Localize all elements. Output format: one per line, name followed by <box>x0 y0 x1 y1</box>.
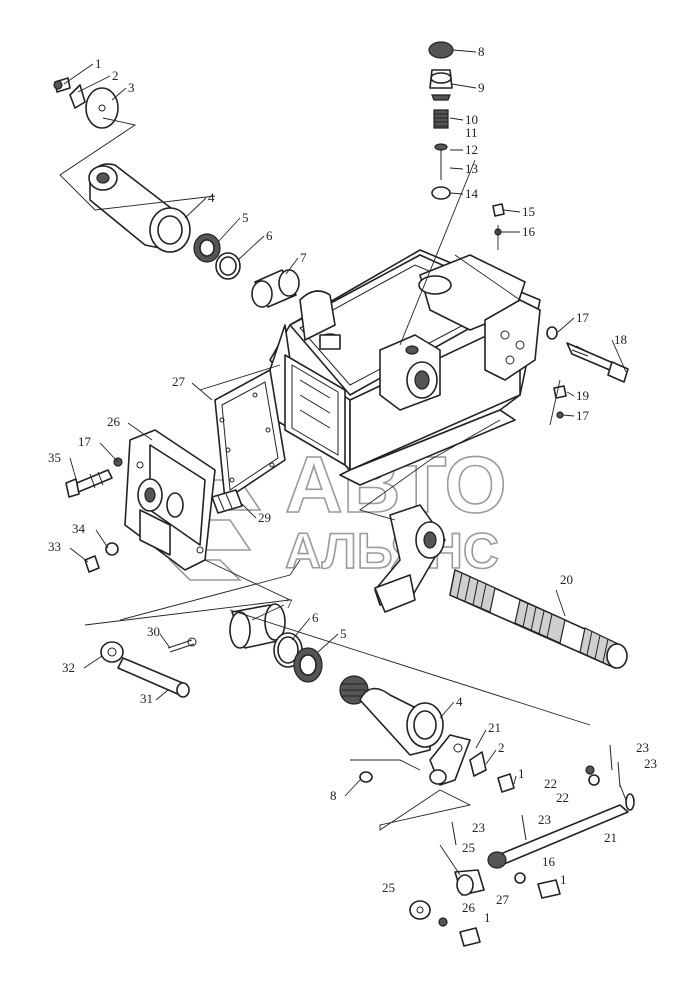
middle-lever <box>374 504 446 613</box>
callout-label: 17 <box>576 408 590 423</box>
callout-label: 17 <box>78 434 92 449</box>
callout-label: 26 <box>462 900 476 915</box>
lower-lever <box>339 675 444 756</box>
callout-label: 6 <box>266 228 273 243</box>
callout-label: 17 <box>576 310 590 325</box>
callout-label: 6 <box>312 610 319 625</box>
callout-label: 22 <box>556 790 569 805</box>
callout-label: 16 <box>522 224 536 239</box>
callout-label: 30 <box>147 624 160 639</box>
callout-label: 25 <box>382 880 395 895</box>
callout-label: 15 <box>522 204 535 219</box>
spline-shaft <box>449 569 628 669</box>
leader-lines <box>59 117 591 876</box>
callout-label: 32 <box>62 660 75 675</box>
callout-label: 2 <box>498 740 505 755</box>
callout-label: 1 <box>560 872 567 887</box>
callout-label: 31 <box>140 691 153 706</box>
callout-label: 9 <box>478 80 485 95</box>
upper-fasteners <box>53 77 119 129</box>
main-housing <box>269 249 541 486</box>
lower-link <box>359 734 515 793</box>
callout-label: 7 <box>300 250 307 265</box>
housing-bolts <box>492 203 629 419</box>
callout-label: 3 <box>128 80 135 95</box>
callout-label: 8 <box>478 44 485 59</box>
callout-label: 5 <box>242 210 249 225</box>
callout-label: 19 <box>576 388 589 403</box>
end-cover <box>124 429 216 571</box>
pin-set <box>100 637 197 698</box>
upper-bearing-set <box>193 233 300 308</box>
callout-label: 16 <box>542 854 556 869</box>
callout-label: 34 <box>72 521 86 536</box>
callout-label: 22 <box>544 776 557 791</box>
callout-label: 26 <box>107 414 121 429</box>
callout-label: 14 <box>465 186 479 201</box>
callout-label: 11 <box>465 125 478 140</box>
cover-bolts <box>65 457 123 573</box>
callout-label: 7 <box>286 596 293 611</box>
callout-label: 8 <box>330 788 337 803</box>
callout-label: 35 <box>48 450 61 465</box>
callout-label: 21 <box>604 830 617 845</box>
callout-label: 23 <box>538 812 551 827</box>
lower-bearing-set <box>229 603 323 683</box>
callout-label: 18 <box>614 332 627 347</box>
callout-label: 1 <box>518 766 525 781</box>
callout-label: 25 <box>462 840 475 855</box>
callout-label: 13 <box>465 161 478 176</box>
control-rod <box>409 744 635 947</box>
callout-label: 4 <box>456 694 463 709</box>
callout-labels: 1 2 3 4 5 6 7 8 9 10 11 12 13 14 15 16 1… <box>48 44 657 925</box>
callout-label: 29 <box>258 510 271 525</box>
callout-label: 27 <box>172 374 186 389</box>
callout-label: 33 <box>48 539 61 554</box>
callout-label: 23 <box>472 820 485 835</box>
callout-label: 4 <box>208 190 215 205</box>
callout-label: 23 <box>636 740 649 755</box>
breather-assembly <box>428 41 454 200</box>
callout-label: 10 <box>465 112 478 127</box>
callout-label: 5 <box>340 626 347 641</box>
gasket <box>214 369 286 501</box>
callout-ticks <box>63 49 627 797</box>
callout-label: 1 <box>95 56 102 71</box>
callout-label: 27 <box>496 892 510 907</box>
pin-shaft <box>211 489 243 514</box>
callout-label: 1 <box>484 910 491 925</box>
upper-lever <box>88 163 191 253</box>
callout-label: 2 <box>112 68 119 83</box>
callout-label: 23 <box>644 756 657 771</box>
callout-label: 21 <box>488 720 501 735</box>
callout-label: 12 <box>465 142 478 157</box>
callout-label: 20 <box>560 572 573 587</box>
